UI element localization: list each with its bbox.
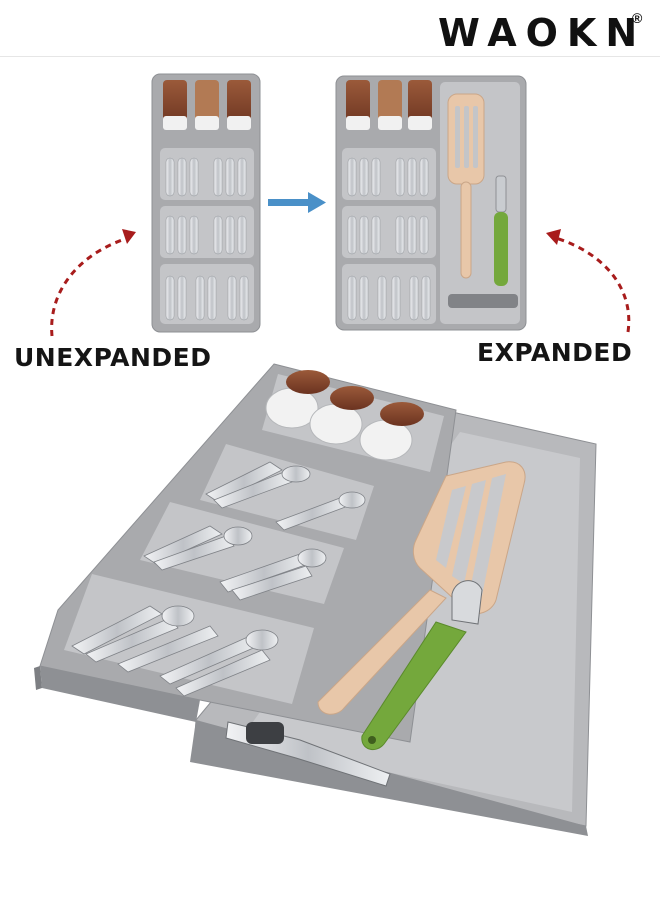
spice-jars — [346, 80, 432, 130]
green-peeler — [494, 175, 508, 286]
expanded-label: EXPANDED — [477, 338, 633, 367]
brand-logo: WAOKN — [438, 11, 647, 55]
wooden-spatula — [317, 461, 526, 715]
large-expanded-tray — [34, 363, 597, 836]
can-opener — [225, 721, 391, 787]
green-peeler — [361, 580, 483, 751]
unexpanded-label: UNEXPANDED — [14, 343, 212, 372]
cutlery-compartments — [342, 148, 436, 324]
wooden-spatula — [447, 93, 485, 279]
cutlery — [71, 461, 366, 697]
cutlery-compartments — [160, 148, 254, 324]
expanded-tray — [335, 75, 527, 331]
arrow-head-icon — [122, 229, 136, 244]
registered-mark: ® — [632, 10, 643, 26]
curved-dashed-arrow-icon — [555, 236, 631, 333]
curved-dashed-arrow-icon — [50, 236, 129, 337]
spice-jars — [163, 80, 251, 130]
arrow-head-icon — [546, 229, 561, 245]
spice-jars — [265, 370, 424, 461]
right-arrow-icon — [268, 192, 326, 213]
header-divider — [0, 56, 660, 57]
unexpanded-tray — [151, 73, 261, 333]
